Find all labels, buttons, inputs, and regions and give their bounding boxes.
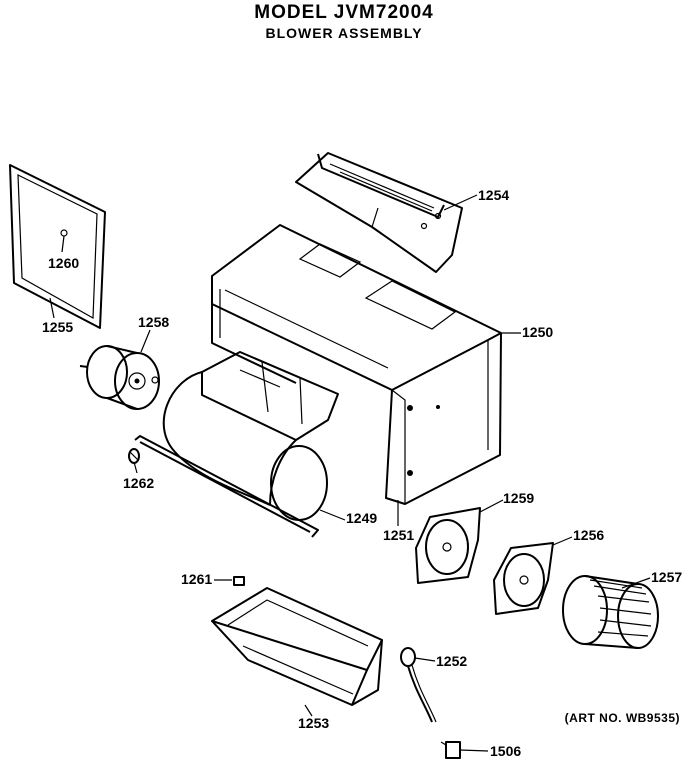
cabinet-1250 (211, 224, 502, 505)
motor-1258 (79, 345, 160, 410)
part-label-1506: 1506 (490, 743, 521, 759)
part-label-1254: 1254 (478, 187, 509, 203)
part-label-1255: 1255 (42, 319, 73, 335)
part-label-1250: 1250 (522, 324, 553, 340)
cable-1252 (400, 647, 437, 723)
art-number: (ART NO. WB9535) (564, 711, 680, 725)
plate-1256 (493, 542, 554, 615)
connector-1506 (440, 741, 461, 759)
part-label-1252: 1252 (436, 653, 467, 669)
screw-1262 (128, 448, 140, 464)
clip-1261 (233, 576, 245, 586)
part-label-1253: 1253 (298, 715, 329, 731)
part-label-1260: 1260 (48, 255, 79, 271)
leader-lines (49, 194, 651, 752)
part-label-1249: 1249 (346, 510, 377, 526)
part-label-1259: 1259 (503, 490, 534, 506)
part-label-1251: 1251 (383, 527, 414, 543)
blower-housing-1249 (134, 351, 339, 538)
part-label-1258: 1258 (138, 314, 169, 330)
page-subtitle: BLOWER ASSEMBLY (265, 25, 423, 41)
part-label-1256: 1256 (573, 527, 604, 543)
duct-1254 (295, 152, 463, 273)
part-label-1261: 1261 (181, 571, 212, 587)
page-title: MODEL JVM72004 (254, 2, 434, 23)
duct-1253 (211, 587, 383, 706)
part-label-1257: 1257 (651, 569, 682, 585)
plate-1259 (415, 507, 481, 584)
panel-1255 (9, 164, 106, 329)
blower-wheel-1257 (562, 575, 659, 649)
part-label-1262: 1262 (123, 475, 154, 491)
